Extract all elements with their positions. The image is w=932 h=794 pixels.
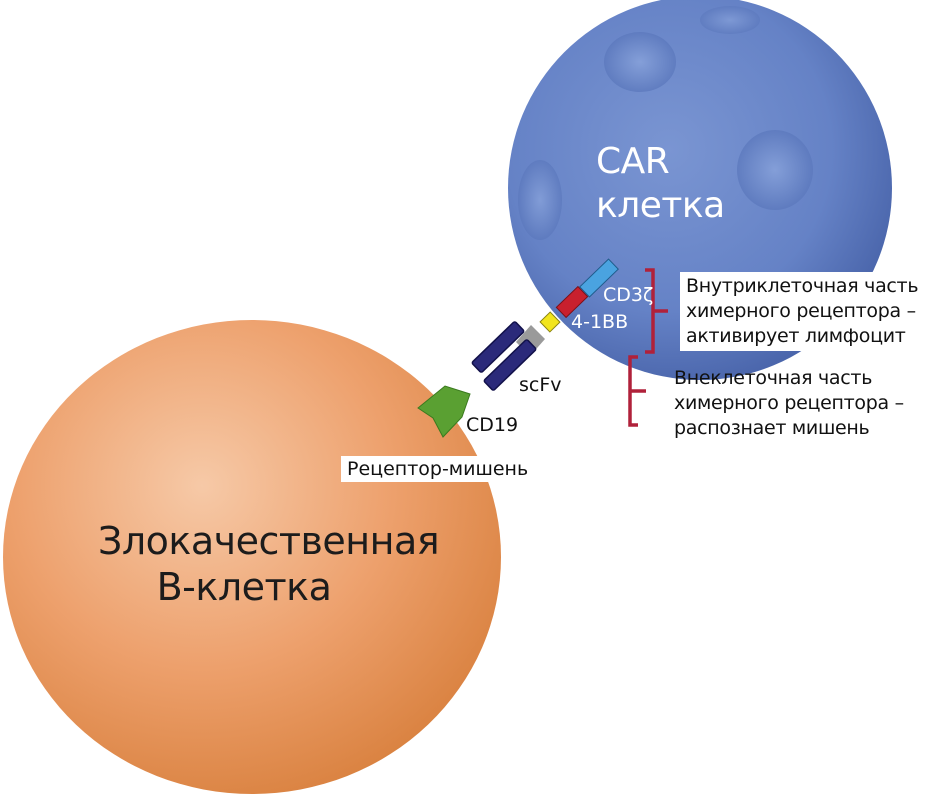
cd3z-segment	[579, 258, 619, 298]
extracellular-annotation: Внеклеточная часть химерного рецептора –…	[674, 366, 904, 441]
car-cell-organelle	[604, 32, 676, 92]
extracellular-bracket	[628, 355, 646, 427]
scfv-heavy-chain	[471, 321, 525, 373]
car-cell-organelle	[518, 160, 562, 240]
costim-label: 4-1BB	[571, 311, 629, 333]
intracellular-line1: Внутриклеточная часть	[686, 275, 919, 297]
car-cell-organelle	[700, 6, 760, 34]
intracellular-line2: химерного рецептора –	[686, 300, 916, 322]
car-cell-title-line1: CAR	[596, 141, 670, 182]
malignant-cell-title-line2: В-клетка	[156, 565, 332, 609]
extracellular-line3: распознает мишень	[674, 417, 870, 439]
malignant-b-cell	[3, 320, 501, 794]
cd19-antigen	[417, 385, 471, 438]
scfv-label: scFv	[519, 374, 562, 396]
intracellular-line3: активирует лимфоцит	[686, 325, 906, 347]
intracellular-annotation: Внутриклеточная часть химерного рецептор…	[680, 272, 925, 351]
car-cell-title-line2: клетка	[596, 185, 725, 226]
malignant-cell-title-line1: Злокачественная	[98, 519, 440, 563]
extracellular-line2: химерного рецептора –	[674, 392, 904, 414]
scfv-light-chain	[483, 339, 537, 391]
transmembrane-domain	[539, 311, 561, 333]
extracellular-line1: Внеклеточная часть	[674, 367, 873, 389]
car-cell-organelle	[737, 130, 813, 210]
target-receptor-label: Рецептор-мишень	[341, 456, 535, 482]
cd3z-label: CD3ζ	[603, 284, 654, 306]
car-cell-title: CAR клетка	[596, 140, 725, 228]
costim-4-1bb-segment	[555, 285, 589, 319]
intracellular-bracket	[645, 268, 668, 354]
cd19-label: CD19	[466, 414, 519, 436]
malignant-cell-title: Злокачественная В-клетка	[98, 518, 440, 610]
